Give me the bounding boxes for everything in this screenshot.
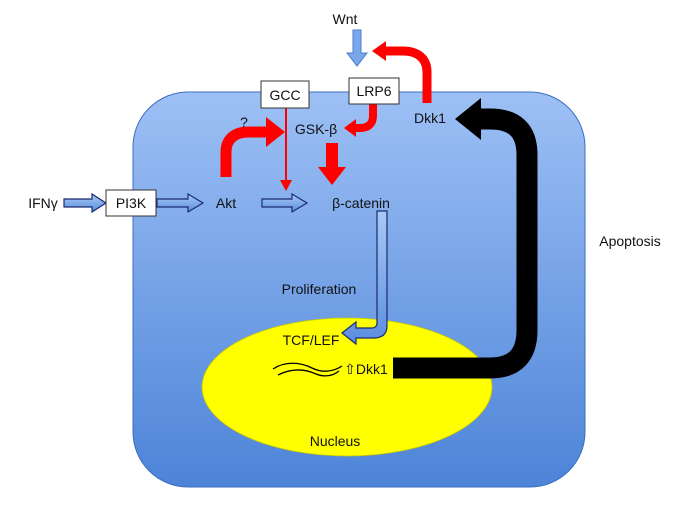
bcatenin-label: β-catenin [332, 195, 390, 211]
dkk1-cytoplasm-label: Dkk1 [414, 110, 446, 126]
nucleus-label: Nucleus [310, 433, 361, 449]
akt-to-gsk-arrow [220, 117, 285, 177]
question-mark-label: ? [240, 114, 248, 130]
pi3k-label: PI3K [116, 195, 147, 211]
ifn-to-pi3k-arrow [63, 192, 108, 214]
gcc-to-pathway-arrow [280, 107, 292, 191]
dkk1-to-lrp6-arrow [372, 41, 432, 103]
bcatenin-to-tcf-arrow [341, 210, 388, 346]
tcf-lef-label: TCF/LEF [283, 332, 340, 348]
akt-label: Akt [216, 195, 236, 211]
gcc-label: GCC [269, 87, 300, 103]
pi3k-box [105, 189, 157, 217]
akt-to-bcatenin-arrow [261, 192, 309, 214]
lrp6-box [348, 77, 400, 105]
gsk-label: GSK-β [295, 121, 337, 137]
gcc-box [260, 80, 310, 109]
proliferation-label: Proliferation [282, 281, 357, 297]
wnt-label: Wnt [333, 11, 358, 27]
lrp6-label: LRP6 [356, 83, 391, 99]
ifn-label: IFNγ [28, 195, 58, 211]
apoptosis-label: Apoptosis [599, 233, 660, 249]
lrp6-to-gsk-arrow [344, 103, 377, 137]
dkk1-gene-label: ⇧Dkk1 [344, 361, 388, 377]
nucleus [201, 317, 493, 457]
dkk1-feedback-arrow [393, 98, 538, 379]
wnt-arrow [345, 29, 369, 67]
pi3k-to-akt-arrow [156, 192, 205, 214]
dna-strand-icon [272, 362, 343, 377]
gsk-to-bcatenin-arrow [318, 143, 346, 185]
